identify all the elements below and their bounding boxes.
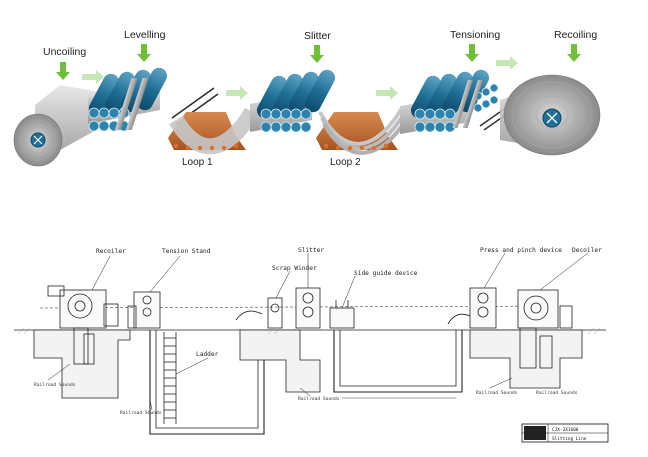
label-press-pinch: Press and pinch device — [480, 247, 562, 254]
arrow-right-icon — [496, 56, 518, 70]
stage-label-slitter: Slitter — [304, 30, 331, 42]
decoiler-machine — [517, 289, 573, 369]
label-scrap-winder: Scrap Winder — [272, 265, 317, 272]
slitter-rolls — [250, 69, 336, 133]
slitter-foundation — [239, 329, 321, 393]
label-side-guide: Side guide device — [354, 270, 418, 277]
loop-pit-2 — [333, 330, 463, 393]
arrow-down-icon — [310, 45, 324, 63]
arrow-down-icon — [567, 44, 581, 62]
arrow-down-icon — [465, 44, 479, 62]
recoiler-coil — [500, 74, 601, 156]
flow-arrows — [82, 56, 518, 100]
title-block: CJX-3X1600 Slitting Line — [521, 423, 609, 443]
stage-label-uncoiling: Uncoiling — [43, 46, 86, 58]
loop-label-2: Loop 2 — [330, 157, 361, 168]
stage-arrows — [56, 44, 581, 80]
arrow-right-icon — [82, 70, 104, 84]
label-foundation-3: Railroad Sounds — [298, 396, 340, 402]
arrow-right-icon — [376, 86, 398, 100]
label-slitter: Slitter — [298, 247, 324, 254]
loop-2-pit — [316, 106, 408, 155]
title-block-name: Slitting Line — [552, 436, 587, 442]
ladder — [163, 332, 177, 424]
levelling-rolls — [88, 67, 219, 132]
loop-label-1: Loop 1 — [182, 157, 213, 168]
recoiler-machine — [47, 285, 119, 365]
label-recoiler: Recoiler — [96, 248, 126, 255]
label-foundation-5: Railroad Sounds — [536, 390, 578, 396]
label-tension-stand: Tension Stand — [162, 248, 211, 255]
label-foundation-2: Railroad Sounds — [120, 410, 162, 416]
title-block-number: CJX-3X1600 — [552, 427, 579, 433]
label-decoiler: Decoiler — [572, 247, 602, 254]
arrow-down-icon — [137, 44, 151, 62]
cad-drawing: Recoiler Tension Stand Slitter Scrap Win… — [0, 228, 648, 457]
arrow-right-icon — [226, 86, 248, 100]
process-flow-svg: Uncoiling Levelling Slitter Tensioning R… — [13, 29, 601, 168]
slitter-machine — [235, 287, 321, 329]
cad-drawing-svg: Recoiler Tension Stand Slitter Scrap Win… — [14, 247, 609, 443]
label-ladder: Ladder — [196, 351, 219, 358]
label-foundation-1: Railroad Sounds — [34, 382, 76, 388]
arrow-down-icon — [56, 62, 70, 80]
uncoiler-coil — [13, 85, 100, 167]
process-flow-diagram: Uncoiling Levelling Slitter Tensioning R… — [0, 0, 648, 222]
side-guide-machine — [329, 300, 355, 329]
loop-pit-1 — [149, 330, 265, 435]
loop-1-pit — [168, 107, 259, 155]
stage-label-tensioning: Tensioning — [450, 29, 500, 41]
floor-hatching — [17, 327, 601, 335]
stage-label-levelling: Levelling — [124, 29, 166, 41]
tension-stand-machine — [127, 291, 161, 329]
decoiler-foundation — [469, 329, 583, 389]
leader-lines — [47, 252, 589, 411]
label-foundation-4: Railroad Sounds — [476, 390, 518, 396]
stage-label-recoiling: Recoiling — [554, 29, 597, 41]
press-pinch-machine — [447, 287, 497, 329]
